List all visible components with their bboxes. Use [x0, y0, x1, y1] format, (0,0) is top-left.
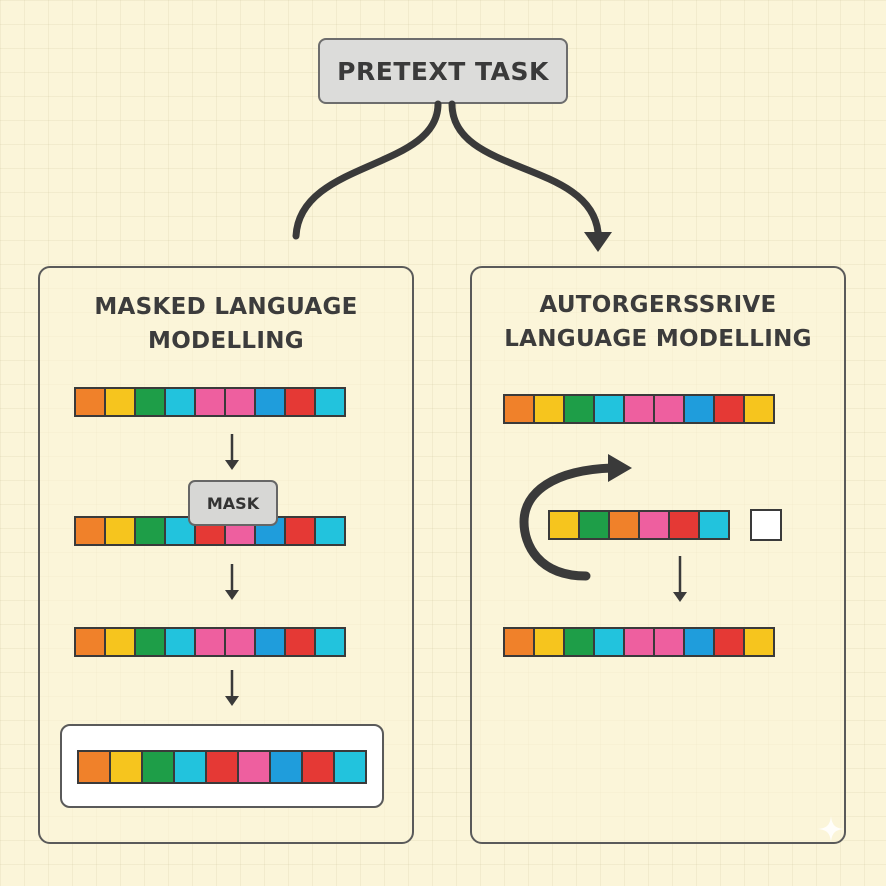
arrow-down-icon	[225, 564, 239, 600]
token-cell	[683, 394, 715, 424]
masked-lm-title-line2: MODELLING	[148, 328, 304, 354]
token-cell	[503, 627, 535, 657]
token-cell	[269, 750, 303, 784]
token-cell	[683, 627, 715, 657]
token-cell	[314, 627, 346, 657]
arrow-down-icon	[225, 434, 239, 470]
predicted-token-row	[74, 627, 346, 657]
token-cell	[314, 387, 346, 417]
token-cell	[194, 387, 226, 417]
autoregressive-lm-title-line1: AUTORGERSSRIVE	[539, 292, 777, 318]
token-cell	[109, 750, 143, 784]
arrow-down-icon	[673, 556, 687, 602]
token-cell	[284, 516, 316, 546]
token-cell	[205, 750, 239, 784]
autoregressive-lm-title: AUTORGERSSRIVE LANGUAGE MODELLING	[472, 288, 844, 356]
token-cell	[254, 387, 286, 417]
token-cell	[104, 627, 136, 657]
token-cell	[623, 627, 655, 657]
token-cell	[743, 627, 775, 657]
token-cell	[237, 750, 271, 784]
token-cell	[284, 627, 316, 657]
output-token-row	[77, 750, 367, 784]
token-cell	[194, 627, 226, 657]
masked-lm-title: MASKED LANGUAGE MODELLING	[40, 290, 412, 358]
token-cell	[134, 387, 166, 417]
token-cell	[653, 394, 685, 424]
token-cell	[698, 510, 730, 540]
token-cell	[134, 516, 166, 546]
loop-arrow-icon	[519, 454, 632, 581]
token-cell	[164, 387, 196, 417]
masked-lm-title-line1: MASKED LANGUAGE	[94, 294, 358, 320]
mask-token: MASK	[188, 480, 278, 526]
autoregressive-lm-title-line2: LANGUAGE MODELLING	[504, 326, 812, 352]
connector-right	[448, 100, 602, 236]
token-cell	[713, 627, 745, 657]
generated-token-row	[503, 627, 775, 657]
token-cell	[578, 510, 610, 540]
token-cell	[503, 394, 535, 424]
token-cell	[224, 627, 256, 657]
masked-token-row	[74, 516, 346, 546]
token-cell	[743, 394, 775, 424]
token-cell	[533, 394, 565, 424]
token-cell	[333, 750, 367, 784]
pretext-task-box: PRETEXT TASK	[318, 38, 568, 104]
token-cell	[593, 394, 625, 424]
token-cell	[563, 394, 595, 424]
token-cell	[713, 394, 745, 424]
token-cell	[104, 516, 136, 546]
input-token-row	[74, 387, 346, 417]
token-cell	[533, 627, 565, 657]
token-cell	[141, 750, 175, 784]
token-cell	[284, 387, 316, 417]
mask-label: MASK	[206, 493, 260, 513]
connector-left	[292, 100, 442, 240]
token-cell	[164, 627, 196, 657]
next-token-slot	[750, 509, 782, 541]
token-cell	[224, 387, 256, 417]
token-cell	[593, 627, 625, 657]
arrow-down-icon	[225, 670, 239, 706]
token-cell	[74, 516, 106, 546]
token-cell	[134, 627, 166, 657]
token-cell	[668, 510, 700, 540]
token-cell	[314, 516, 346, 546]
sparkle-icon	[818, 816, 844, 842]
connector-right-arrowhead	[584, 232, 612, 252]
token-cell	[104, 387, 136, 417]
token-cell	[623, 394, 655, 424]
token-cell	[638, 510, 670, 540]
context-token-row	[548, 510, 730, 540]
token-cell	[563, 627, 595, 657]
token-cell	[77, 750, 111, 784]
token-cell	[608, 510, 640, 540]
token-cell	[74, 627, 106, 657]
token-cell	[548, 510, 580, 540]
token-cell	[301, 750, 335, 784]
token-cell	[653, 627, 685, 657]
autoregressive-lm-panel: AUTORGERSSRIVE LANGUAGE MODELLING	[470, 266, 846, 844]
input-token-row	[503, 394, 775, 424]
token-cell	[254, 627, 286, 657]
token-cell	[74, 387, 106, 417]
token-cell	[173, 750, 207, 784]
pretext-task-title: PRETEXT TASK	[337, 56, 549, 86]
